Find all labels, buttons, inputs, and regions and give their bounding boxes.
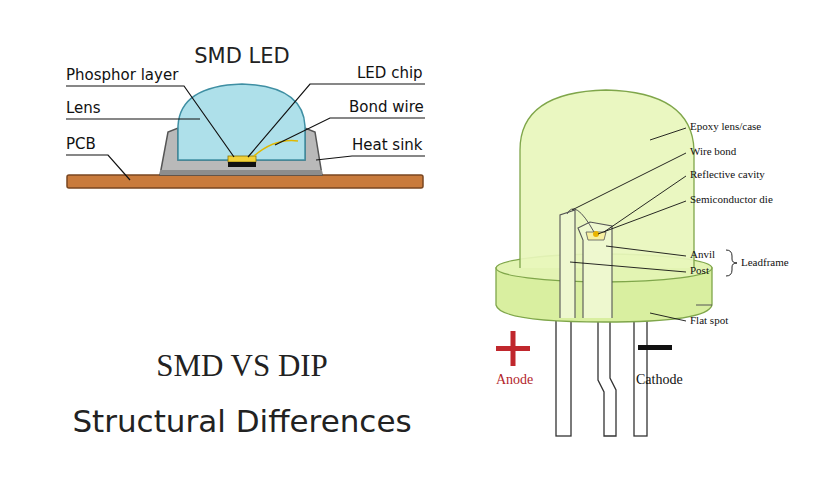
part-label: Anode	[496, 372, 533, 388]
polarity-symbols	[496, 331, 672, 366]
part-label: Epoxy lens/case	[690, 120, 761, 133]
dip-led-drawing	[496, 90, 712, 436]
part-label: Reflective cavity	[690, 168, 765, 181]
part-label: Phosphor layer	[66, 67, 178, 84]
part-label: Wire bond	[690, 145, 736, 158]
smd-leader-lines	[66, 84, 425, 180]
part-label: Leadframe	[741, 256, 789, 269]
part-label: Semiconductor die	[690, 193, 773, 206]
title: SMD VS DIP	[156, 348, 328, 384]
dip-leader-lines	[570, 128, 737, 321]
part-label: Heat sink	[352, 137, 423, 154]
part-label: Bond wire	[349, 99, 424, 116]
part-label: LED chip	[357, 65, 423, 82]
caption: Structural Differences	[72, 404, 411, 440]
part-label: PCB	[66, 136, 96, 153]
part-label: Cathode	[636, 372, 683, 388]
minus-symbol	[638, 345, 672, 350]
part-label: Anvil	[690, 248, 715, 261]
part-label: Post	[690, 264, 709, 277]
part-label: Lens	[66, 100, 101, 117]
part-label: Flat spot	[690, 314, 728, 327]
part-label: SMD LED	[194, 44, 289, 68]
smd-led-drawing	[67, 84, 423, 188]
